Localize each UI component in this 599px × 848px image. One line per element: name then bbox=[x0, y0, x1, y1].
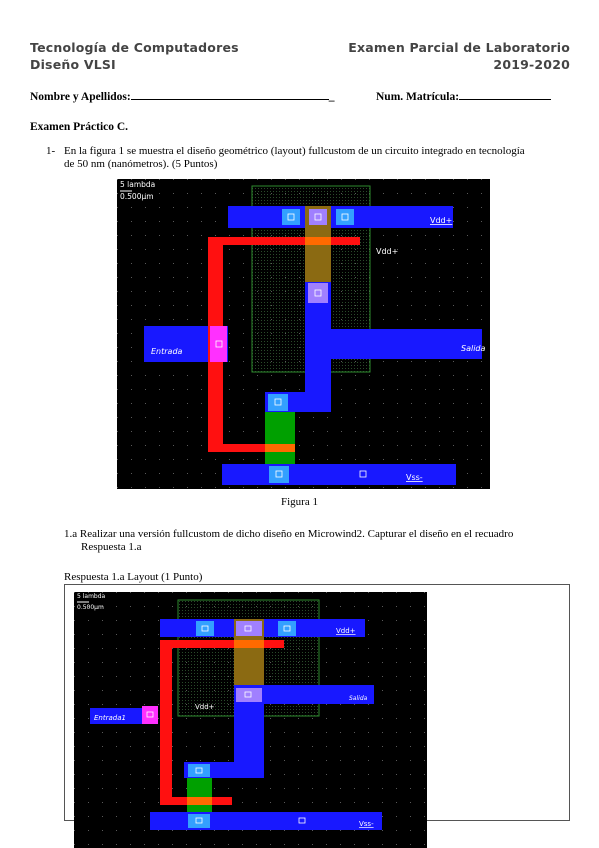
poly-bottom bbox=[208, 444, 292, 452]
ndiff-region bbox=[187, 778, 212, 812]
name-label: Nombre y Apellidos: bbox=[30, 91, 131, 103]
name-blank-tail: _ bbox=[328, 91, 335, 103]
entrada-pin bbox=[142, 706, 158, 724]
figure1-label-entrada: Entrada bbox=[151, 347, 183, 356]
figure2-label-salida: Salida bbox=[349, 695, 368, 702]
figure1-label-vss: Vss- bbox=[406, 473, 423, 482]
contact-group bbox=[215, 209, 367, 483]
figure2-label-vss: Vss- bbox=[359, 820, 374, 828]
figure1-layout: 5 lambda 0.500µm Vdd+ Vdd+ Entrada Salid… bbox=[117, 179, 490, 489]
exam-title-header: Examen Parcial de Laboratorio bbox=[348, 40, 570, 55]
metal-vss-rail bbox=[150, 812, 382, 830]
metal-entrada-bar bbox=[90, 708, 158, 724]
course-subtitle: Diseño VLSI bbox=[30, 57, 116, 72]
pmos-gate bbox=[305, 237, 331, 245]
matricula-label: Num. Matrícula: bbox=[376, 91, 460, 103]
figure2-scale-lambda: 5 lambda bbox=[77, 593, 106, 600]
ndiff-region bbox=[265, 412, 295, 464]
figure2-label-vdd-mid: Vdd+ bbox=[195, 703, 215, 711]
question-text-line2: de 50 nm (nanómetros). (5 Puntos) bbox=[64, 158, 218, 170]
question-number: 1- bbox=[46, 145, 56, 157]
figure1-caption: Figura 1 bbox=[281, 496, 318, 508]
figure2-layout: 5 lambda 0.500µm Vdd+ Vdd+ Entrada1 Sali… bbox=[74, 592, 427, 848]
nmos-gate bbox=[265, 444, 295, 452]
subquestion-text-line1: 1.a Realizar una versión fullcustom de d… bbox=[64, 528, 514, 540]
question-text-line1: En la figura 1 se muestra el diseño geom… bbox=[64, 145, 525, 157]
nmos-gate bbox=[187, 797, 212, 805]
pmos-gate bbox=[234, 640, 264, 648]
poly-top bbox=[208, 237, 360, 245]
figure2-scale-micron: 0.500µm bbox=[77, 604, 104, 611]
answer-label: Respuesta 1.a Layout (1 Punto) bbox=[64, 571, 203, 583]
poly-vertical bbox=[160, 640, 172, 805]
subquestion-text-line2: Respuesta 1.a bbox=[81, 541, 142, 553]
figure1-label-vdd: Vdd+ bbox=[430, 216, 452, 225]
figure1-scale-lambda: 5 lambda bbox=[120, 180, 155, 189]
contact-group bbox=[146, 621, 306, 828]
metal-salida-bar bbox=[330, 329, 482, 359]
poly-top bbox=[160, 640, 284, 648]
figure1-label-vdd-mid: Vdd+ bbox=[376, 247, 398, 256]
matricula-field: Num. Matrícula: bbox=[376, 88, 552, 103]
exam-year: 2019-2020 bbox=[493, 57, 570, 72]
entrada-pin bbox=[210, 326, 227, 362]
figure2-label-vdd: Vdd+ bbox=[336, 627, 356, 635]
course-title: Tecnología de Computadores bbox=[30, 40, 239, 55]
name-field: Nombre y Apellidos: _ bbox=[30, 88, 335, 103]
matricula-blank bbox=[459, 88, 552, 100]
exam-section-title: Examen Práctico C. bbox=[30, 121, 129, 133]
figure1-scale-micron: 0.500µm bbox=[120, 192, 154, 201]
metal-salida-bar bbox=[234, 685, 374, 704]
name-blank bbox=[130, 88, 329, 100]
metal-output-vertical bbox=[305, 282, 331, 412]
figure1-label-salida: Salida bbox=[461, 344, 486, 353]
figure2-label-entrada: Entrada1 bbox=[94, 714, 126, 722]
